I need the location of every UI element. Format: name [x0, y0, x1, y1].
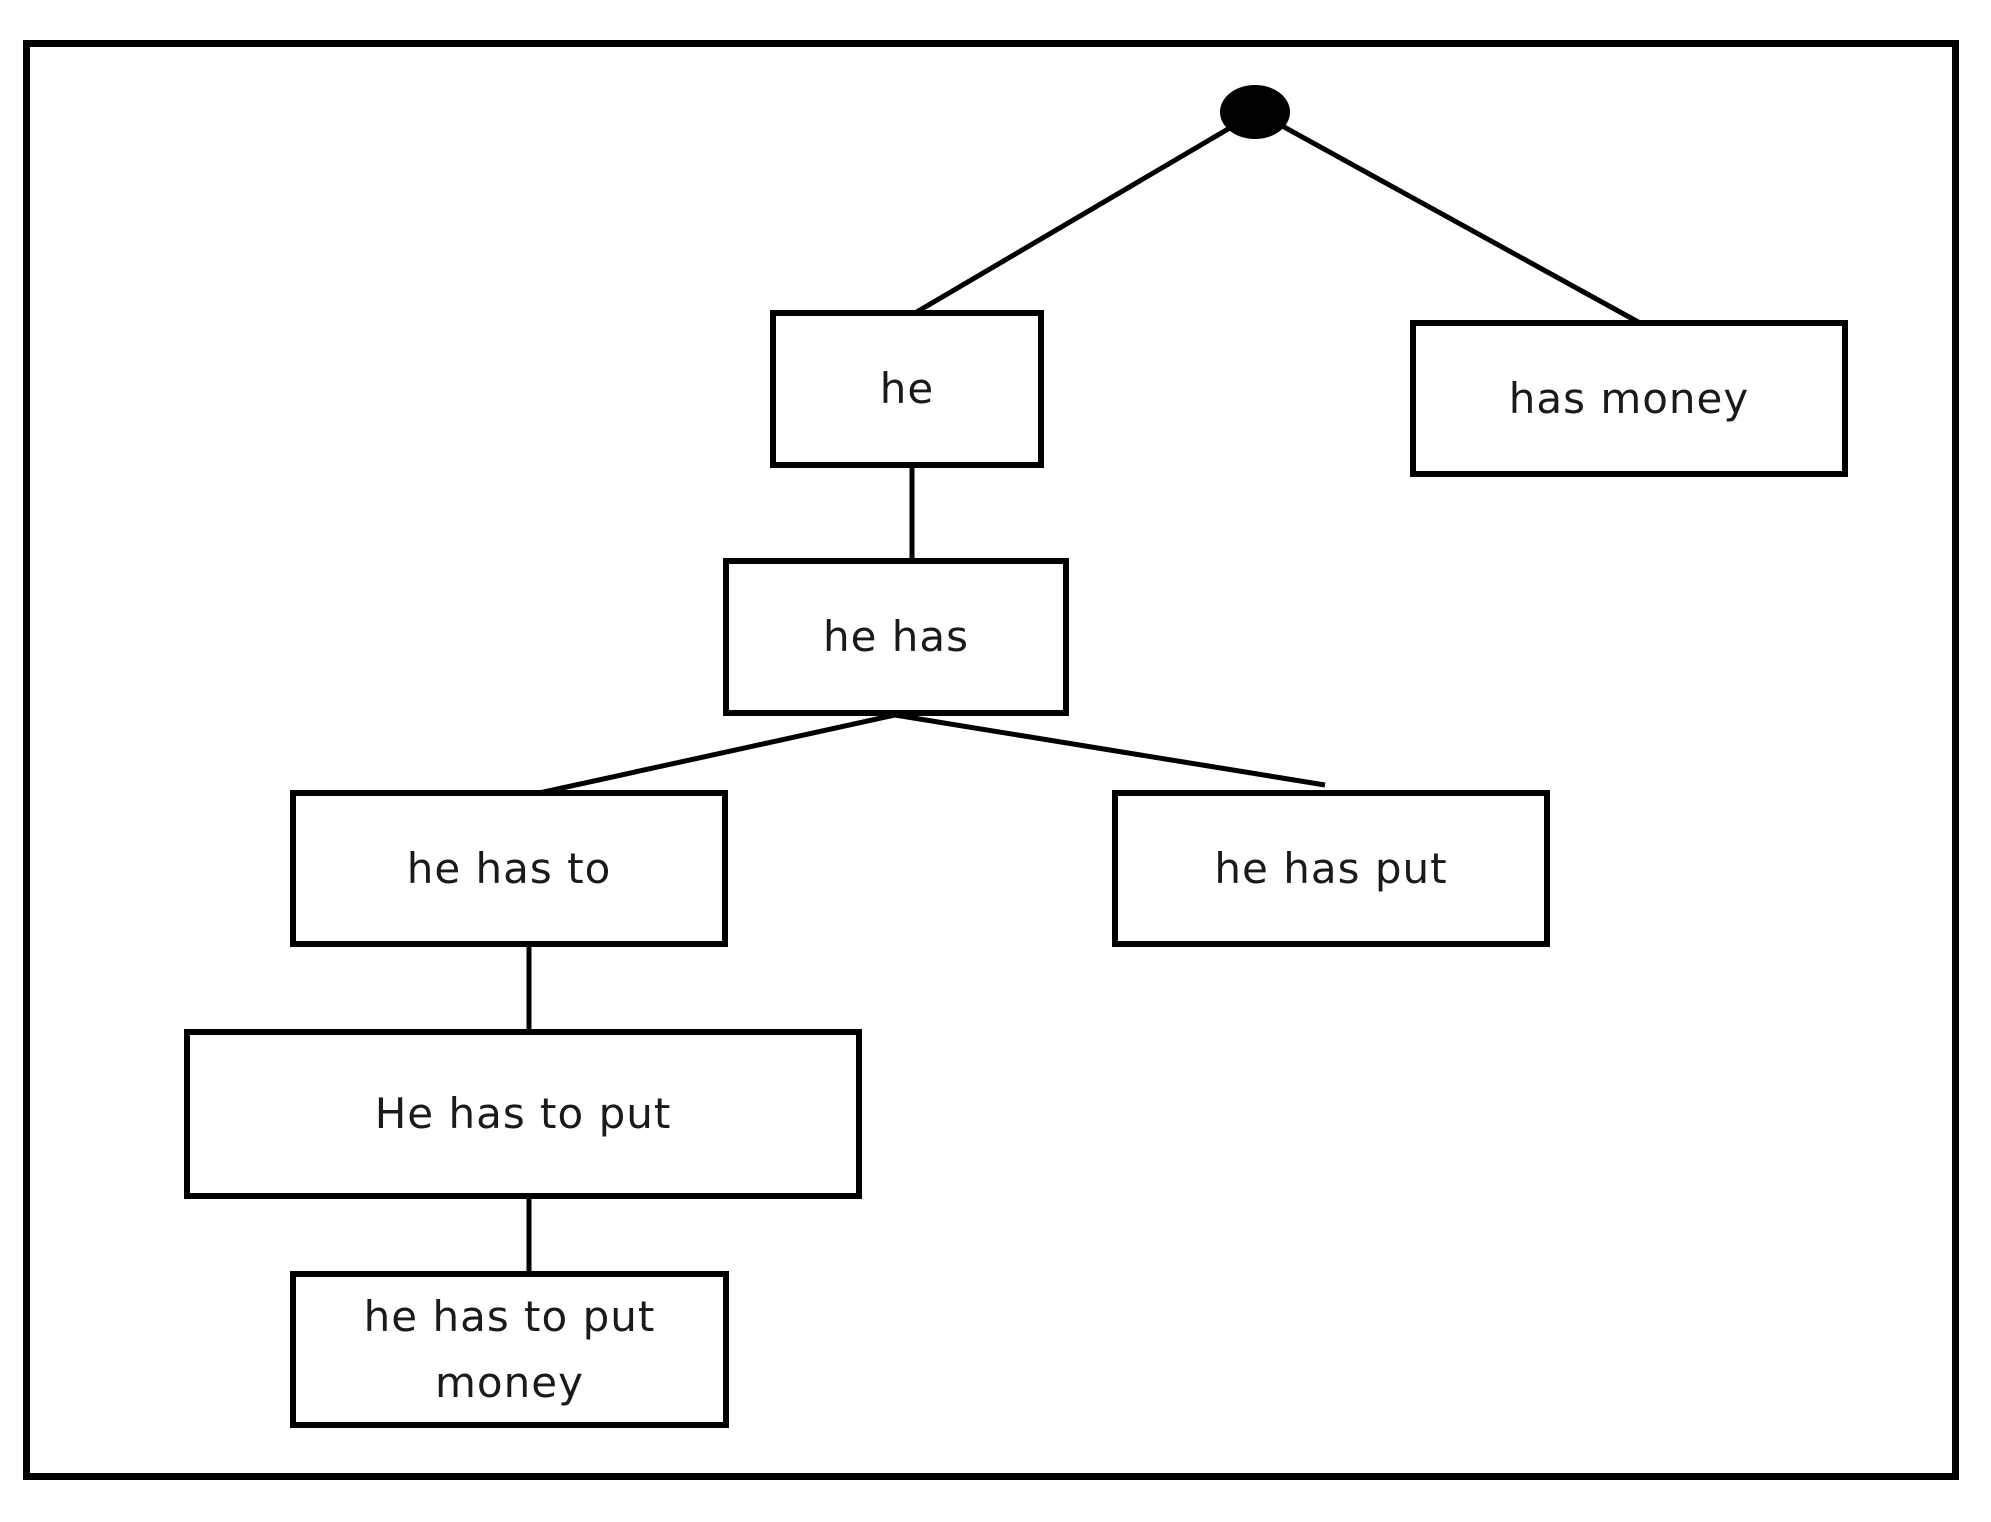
node-he-has-to-put-label: He has to put [374, 1089, 672, 1138]
edge-root-has-money [1273, 119, 1642, 326]
node-has-money-label: has money [1508, 373, 1750, 423]
node-he-has: he has [723, 558, 1069, 716]
node-he-label: he [879, 364, 935, 413]
node-he-has-to-put-money: he has to put money [290, 1271, 729, 1428]
edge-he-has-he-has-put [894, 712, 1326, 788]
node-he-has-to-put: He has to put [184, 1029, 862, 1199]
node-he-has-put: he has put [1112, 790, 1550, 947]
edge-he-has-he-has-to [529, 712, 896, 798]
node-he-has-label: he has [822, 612, 970, 661]
node-he-has-put-label: he has put [1214, 843, 1448, 893]
node-has-money: has money [1410, 320, 1848, 477]
diagram-frame [23, 40, 1959, 1480]
node-he: he [770, 310, 1044, 468]
edge-root-he [913, 119, 1242, 316]
node-he-has-to: he has to [290, 790, 728, 947]
root-node [1220, 85, 1290, 139]
node-he-has-to-label: he has to [406, 843, 612, 893]
node-he-has-to-put-money-label: he has to put money [363, 1291, 656, 1407]
